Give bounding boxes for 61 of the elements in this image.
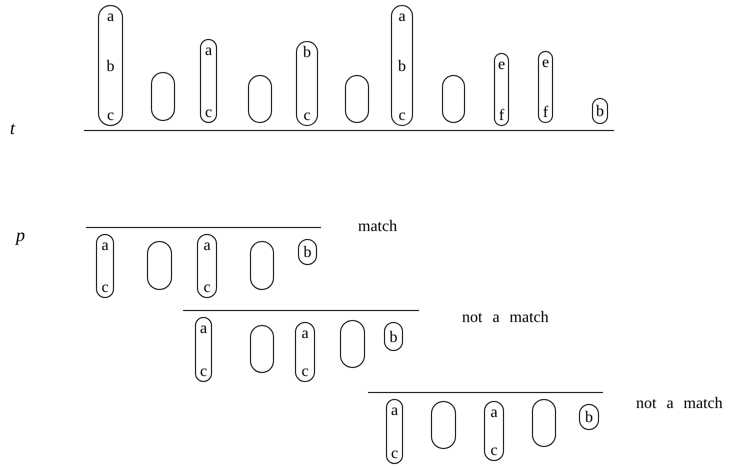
character-capsule [295, 322, 315, 382]
empty-capsule [147, 241, 172, 290]
character-label: a [101, 238, 109, 254]
empty-capsule [431, 401, 456, 449]
character-label: c [101, 280, 109, 296]
character-capsule [384, 322, 403, 351]
character-label: c [204, 105, 212, 121]
character-label: b [303, 45, 311, 61]
character-label: a [200, 321, 208, 337]
character-capsule [579, 404, 599, 430]
character-capsule [195, 317, 212, 382]
character-label: b [304, 245, 312, 261]
character-capsule [200, 39, 217, 123]
string-label: p [16, 226, 25, 244]
character-capsule [386, 399, 403, 464]
character-capsule [538, 51, 553, 123]
character-label: a [390, 403, 398, 419]
character-label: a [203, 238, 211, 254]
character-label: a [204, 43, 212, 59]
character-label: b [106, 58, 114, 74]
character-capsule [197, 234, 217, 298]
character-label: c [203, 280, 211, 296]
empty-capsule [250, 325, 274, 373]
empty-capsule [248, 75, 272, 123]
character-label: b [596, 104, 604, 120]
character-label: a [398, 9, 406, 25]
result-label: not a match [462, 309, 549, 327]
empty-capsule [250, 241, 274, 290]
character-capsule [298, 239, 317, 265]
character-capsule [96, 234, 114, 298]
character-label: e [498, 57, 506, 73]
character-capsule [391, 5, 413, 126]
character-capsule [592, 98, 608, 124]
empty-capsule [345, 75, 369, 123]
character-label: a [490, 405, 498, 421]
empty-capsule [151, 72, 175, 121]
empty-capsule [442, 75, 465, 123]
character-label: b [390, 330, 398, 346]
empty-capsule [340, 320, 365, 368]
character-label: c [398, 108, 406, 124]
character-label: c [301, 364, 309, 380]
empty-capsule [532, 399, 556, 447]
result-label: not a match [636, 395, 723, 413]
character-capsule [494, 53, 509, 126]
character-label: f [498, 108, 504, 124]
character-label: e [542, 55, 550, 71]
character-capsule [296, 41, 318, 126]
character-label: b [585, 410, 593, 426]
character-label: c [106, 108, 114, 124]
character-capsule [98, 5, 123, 126]
character-label: f [542, 105, 548, 121]
character-capsule [484, 401, 504, 461]
character-label: c [200, 364, 208, 380]
character-label: c [490, 443, 498, 459]
character-label: a [106, 9, 114, 25]
character-label: b [398, 58, 406, 74]
character-label: a [301, 326, 309, 342]
string-label: t [10, 119, 16, 137]
character-label: c [390, 446, 398, 462]
result-label: match [358, 218, 398, 236]
character-label: c [303, 108, 311, 124]
